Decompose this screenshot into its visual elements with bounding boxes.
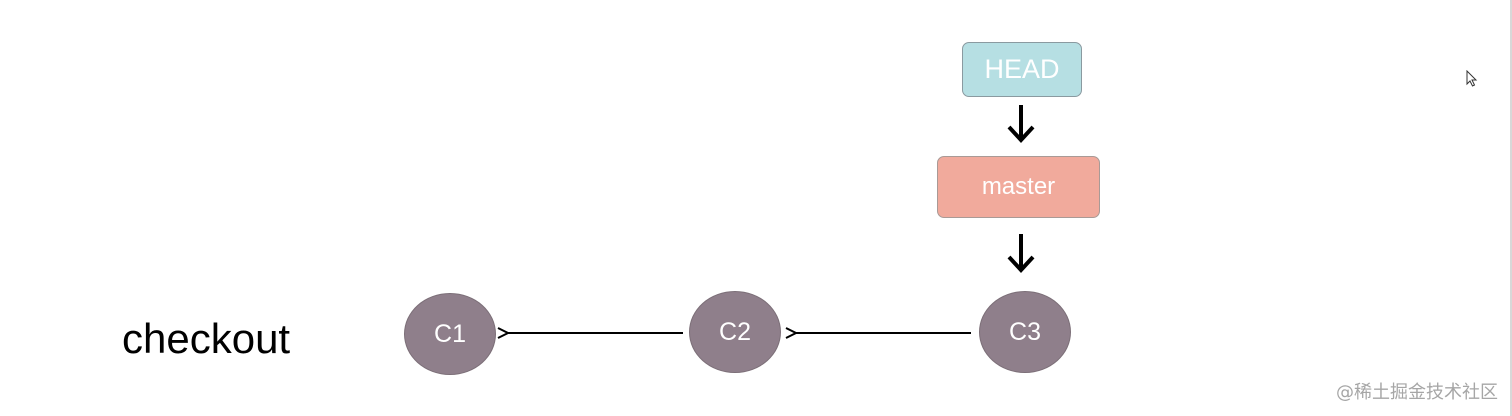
commit-c3-label: C3 [1009, 317, 1041, 346]
master-to-c3-arrow [1007, 234, 1035, 273]
page-title: checkout [122, 315, 291, 362]
scrollbar-edge [1510, 0, 1512, 416]
watermark: @稀土掘金技术社区 [1336, 382, 1498, 403]
master-branch-box: master [937, 156, 1100, 218]
commit-c2-label: C2 [719, 317, 751, 346]
commit-c1: C1 [404, 293, 496, 375]
commit-c2: C2 [689, 291, 781, 373]
head-to-master-arrow [1007, 105, 1035, 143]
mouse-cursor-icon [1466, 70, 1478, 87]
head-pointer-box: HEAD [962, 42, 1082, 97]
commit-c1-label: C1 [434, 319, 466, 348]
commit-c3: C3 [979, 291, 1071, 373]
